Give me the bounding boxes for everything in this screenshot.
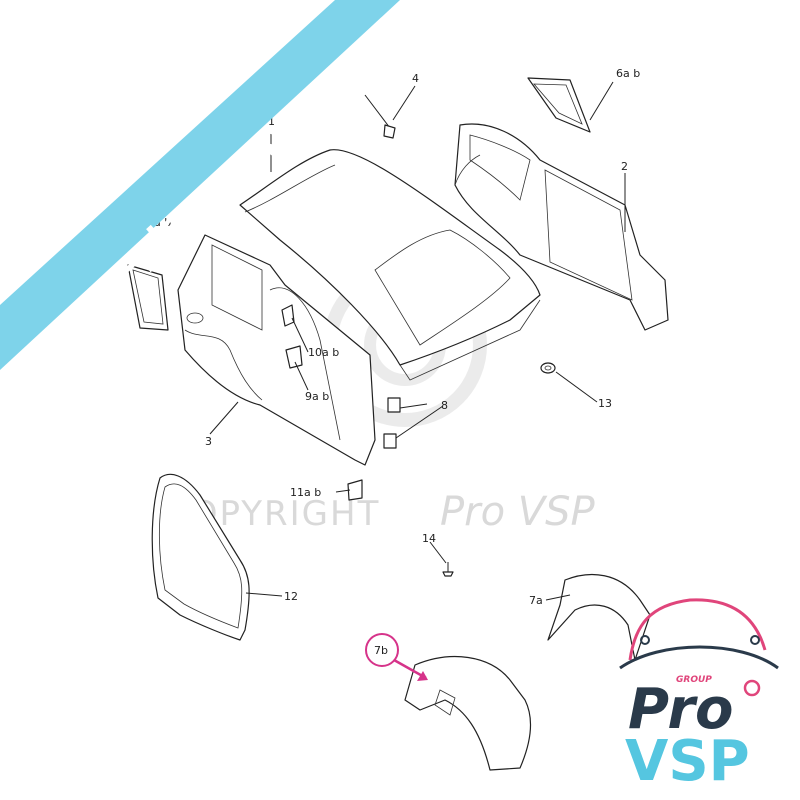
logo-vsp-text: VSP xyxy=(625,729,750,794)
part-wheel-arch-liner-7b xyxy=(404,655,531,771)
callout-11: 11a b xyxy=(290,486,321,499)
callout-3: 3 xyxy=(205,435,212,448)
part-clips xyxy=(383,397,401,449)
watermark-brand: Pro VSP xyxy=(440,489,596,535)
callout-7b-highlight: 7b xyxy=(365,633,428,681)
part-bracket-9 xyxy=(285,345,303,369)
part-screw xyxy=(442,562,454,577)
callout-7b: 7b xyxy=(374,644,388,657)
part-wheel-arch-liner-7a xyxy=(547,574,651,661)
callout-14: 14 xyxy=(422,532,436,545)
part-roof-panel xyxy=(239,149,541,381)
callout-12: 12 xyxy=(284,590,298,603)
callout-10: 10a b xyxy=(308,346,339,359)
callout-9: 9a b xyxy=(305,390,329,403)
part-door-seal xyxy=(151,473,250,641)
callout-4: 4 xyxy=(412,72,419,85)
callout-2: 2 xyxy=(621,160,628,173)
callout-8: 8 xyxy=(441,399,448,412)
logo-group-text: GROUP xyxy=(676,675,712,685)
part-antenna xyxy=(364,94,396,139)
callout-7a: 7a xyxy=(529,594,543,607)
part-fuel-flap xyxy=(347,479,363,501)
leader-lines xyxy=(209,81,626,601)
arrow-head-icon xyxy=(417,671,428,681)
callout-6: 6a b xyxy=(616,67,640,80)
part-left-side-panel xyxy=(177,234,376,466)
part-grommet xyxy=(540,362,556,374)
part-left-quarter-glass xyxy=(127,264,169,331)
provsp-logo: GROUP Pro VSP xyxy=(619,598,779,794)
logo-gear-icon xyxy=(743,679,761,697)
logo-pro-text: Pro xyxy=(628,677,733,742)
part-right-side-panel xyxy=(454,123,669,331)
callout-13: 13 xyxy=(598,397,612,410)
callout-1: 1 xyxy=(268,115,275,128)
part-right-quarter-glass xyxy=(527,77,591,133)
